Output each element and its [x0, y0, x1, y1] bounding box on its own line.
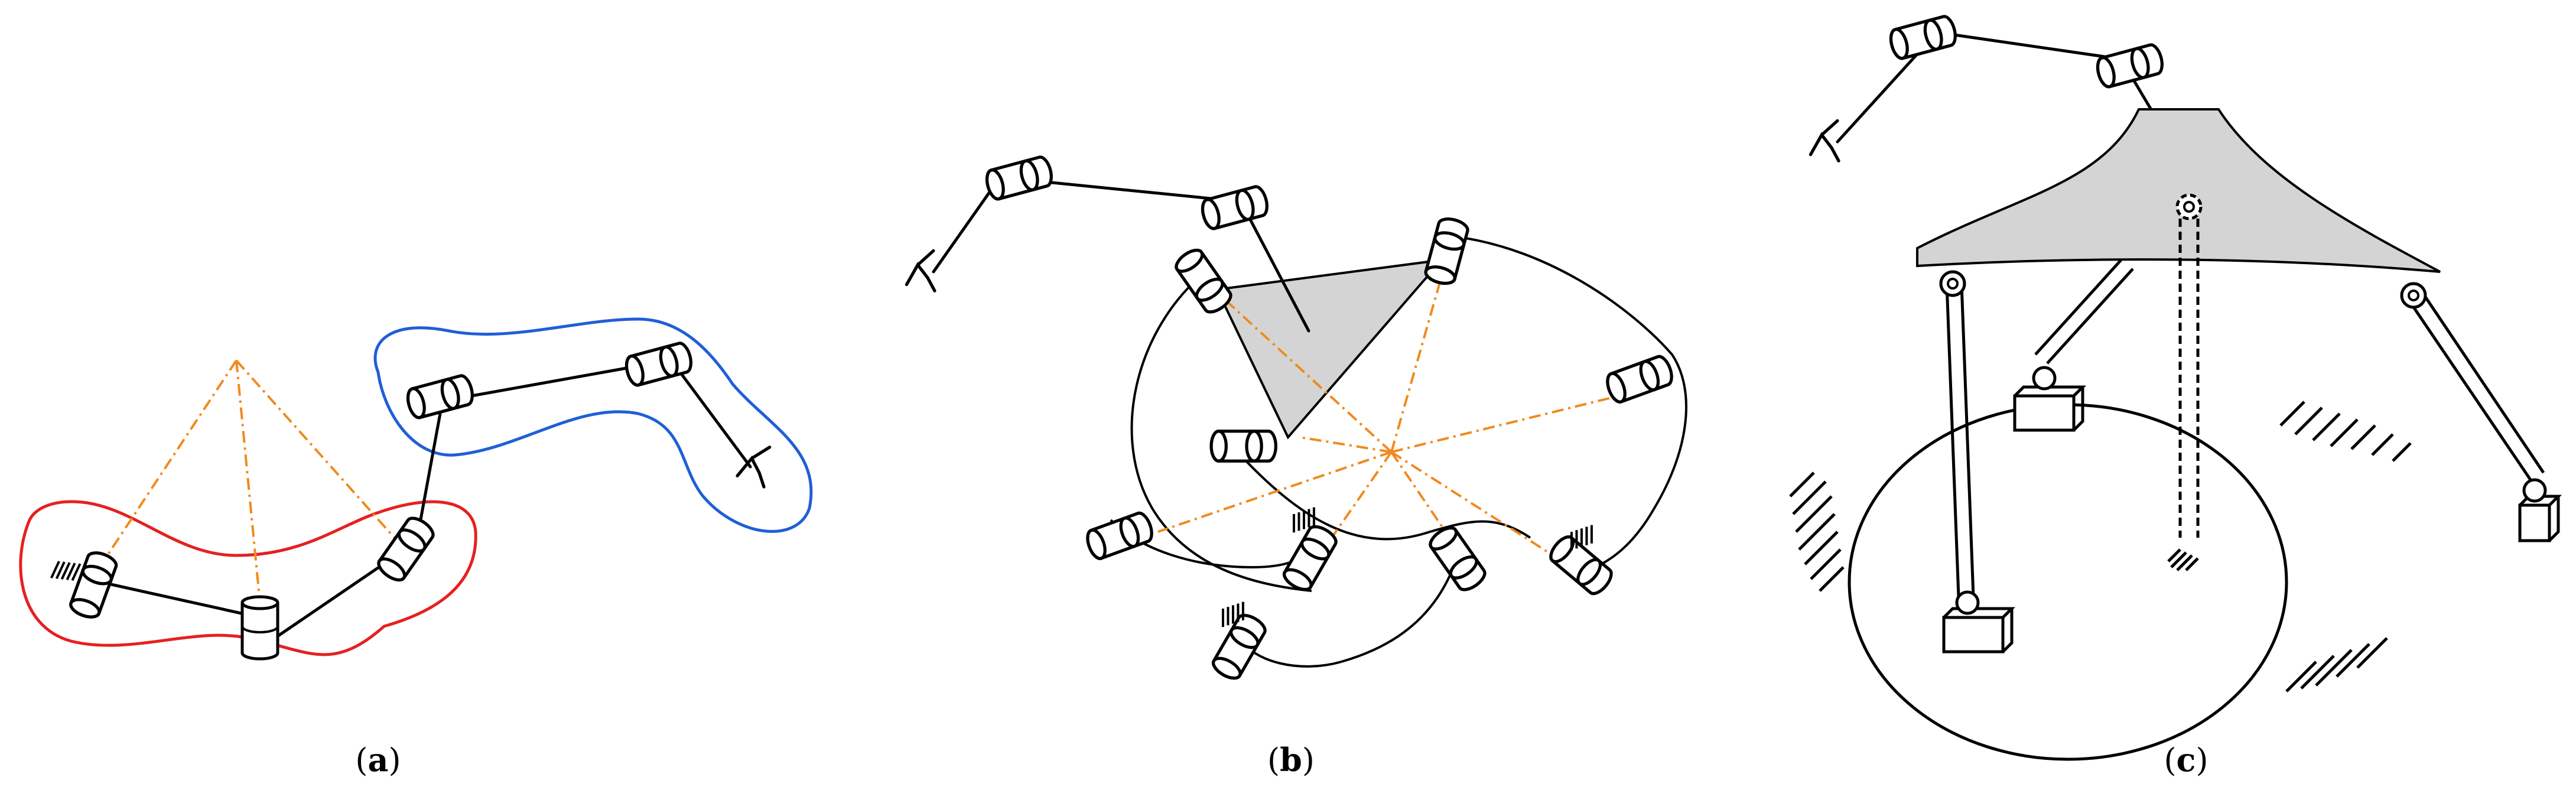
caption-a: (a): [355, 741, 401, 779]
constraint-lines: [102, 359, 398, 603]
revolute-joint-icon: [984, 155, 1055, 201]
platform-legs: [1945, 219, 2545, 597]
revolute-joint-icon: [1173, 246, 1234, 316]
constraint-lines: [1157, 265, 1631, 568]
revolute-joint-icon: [1604, 354, 1675, 404]
base-ellipse: [1848, 403, 2288, 761]
panel-c: [1789, 15, 2562, 761]
revolute-joint-icon: [1427, 524, 1488, 594]
panel-b: [906, 155, 1687, 682]
revolute-joint-icon: [405, 374, 476, 420]
spherical-joint-icon: [2175, 193, 2203, 220]
moving-platform: [1916, 108, 2441, 273]
revolute-joint-icon: [1084, 511, 1155, 561]
revolute-joint-icon: [2095, 43, 2165, 89]
link: [1245, 211, 1310, 333]
links: [99, 362, 752, 640]
red-group-boundary: [19, 500, 477, 656]
gripper-icon: [906, 246, 947, 295]
base-actuator: [2013, 366, 2087, 432]
blue-group-boundary: [373, 317, 813, 533]
spherical-joint-icon: [2400, 282, 2427, 309]
gripper-icon: [737, 440, 782, 490]
base-actuator: [2518, 478, 2562, 542]
revolute-joint-icon: [1888, 15, 1959, 60]
caption-b: (b): [1267, 741, 1315, 779]
gripper-icon: [1810, 116, 1851, 165]
revolute-joint-icon: [1281, 523, 1339, 594]
revolute-joint-icon: [624, 342, 694, 387]
revolute-joint-icon: [1211, 431, 1276, 461]
ground-hatch-icon: [1789, 401, 2412, 693]
revolute-joint-icon: [240, 595, 279, 661]
revolute-joint-icon: [375, 514, 437, 584]
base-actuator: [1942, 590, 2016, 654]
panel-a: [19, 317, 813, 661]
revolute-joint-icon: [1200, 185, 1270, 230]
spherical-joint-icon: [1939, 270, 1966, 297]
revolute-joint-icon: [1424, 216, 1469, 287]
moving-platform: [1215, 258, 1445, 440]
ground-hatch-icon: [2167, 548, 2199, 571]
caption-c: (c): [2164, 741, 2208, 779]
closed-chain-loop: [1130, 235, 1687, 592]
